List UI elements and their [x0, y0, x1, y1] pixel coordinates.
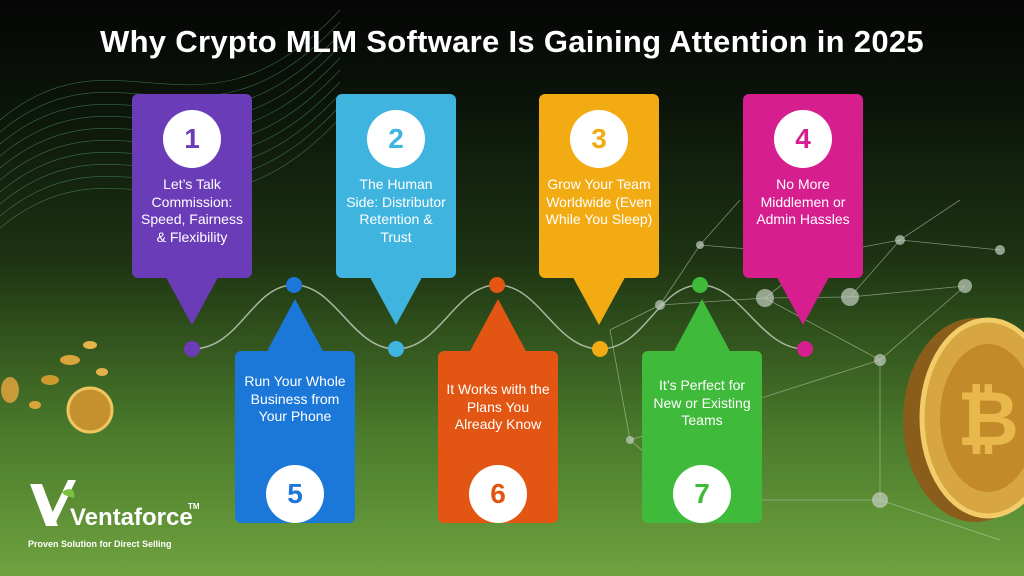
brand-tagline: Proven Solution for Direct Selling [28, 539, 172, 549]
step-number: 5 [266, 465, 324, 523]
card-pointer [468, 299, 528, 355]
step-text: Grow Your Team Worldwide (Even While You… [545, 176, 653, 227]
page-title: Why Crypto MLM Software Is Gaining Atten… [100, 24, 924, 59]
logo-mark-icon [30, 480, 76, 526]
brand-name: Ventaforce [70, 504, 193, 531]
card-pointer [162, 270, 222, 325]
brand-trademark: TM [188, 502, 200, 511]
step-text: Run Your Whole Business from Your Phone [244, 373, 346, 424]
svg-text:₿: ₿ [957, 377, 1019, 462]
bitcoin-icon: ₿ [903, 317, 1024, 522]
step-number: 6 [469, 465, 527, 523]
card-pointer [773, 270, 833, 325]
card-pointer [672, 299, 732, 355]
step-text: The Human Side: Distributor Retention & … [346, 176, 446, 245]
card-pointer [265, 299, 325, 355]
card-pointer [569, 270, 629, 325]
step-number: 2 [367, 110, 425, 168]
step-text: It Works with the Plans You Already Know [446, 381, 550, 432]
step-text: No More Middlemen or Admin Hassles [756, 176, 850, 227]
step-text: Let’s Talk Commission: Speed, Fairness &… [141, 176, 243, 245]
step-number: 4 [774, 110, 832, 168]
step-number: 7 [673, 465, 731, 523]
step-number: 3 [570, 110, 628, 168]
step-text: It’s Perfect for New or Existing Teams [653, 377, 751, 428]
coins-illustration [1, 341, 114, 434]
card-pointer [366, 270, 426, 325]
step-number: 1 [163, 110, 221, 168]
